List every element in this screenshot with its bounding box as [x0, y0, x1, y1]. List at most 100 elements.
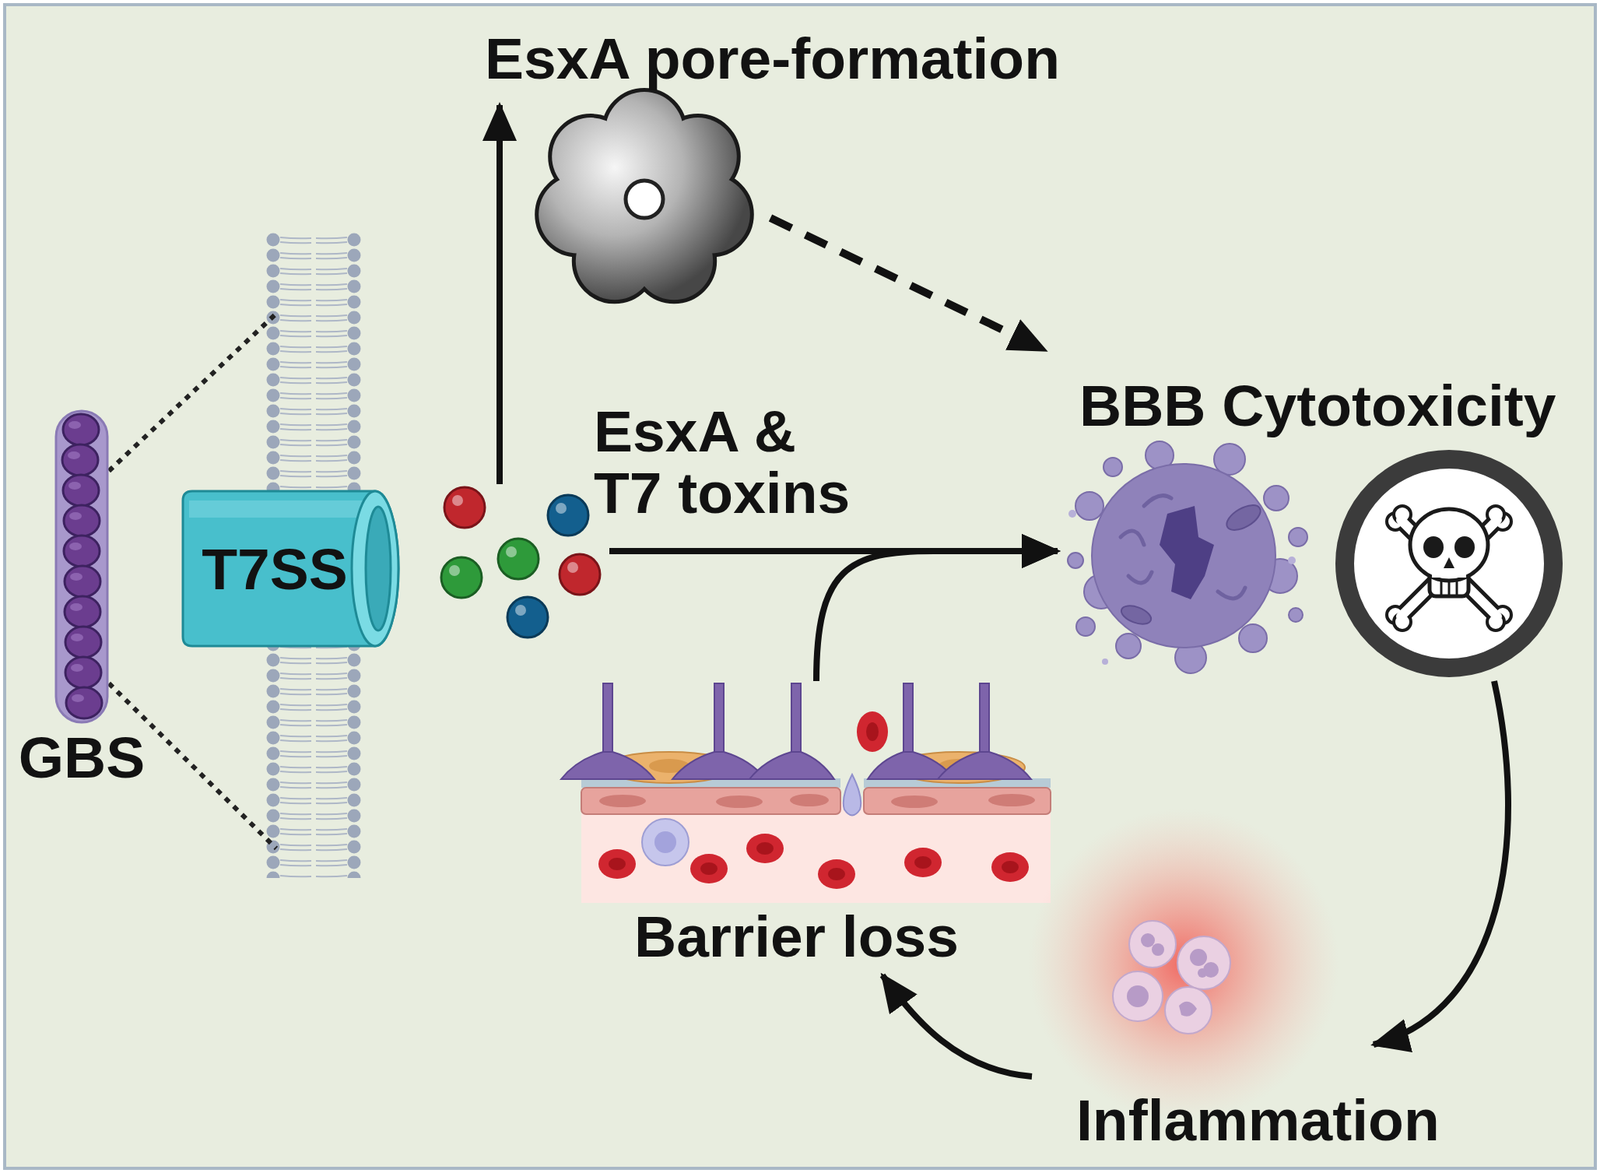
- secretion-system-node: T7SS: [181, 489, 404, 648]
- bacterium-node: GBS: [15, 408, 148, 794]
- streptococcus-chain: [68, 481, 81, 490]
- toxin-node: EsxA & T7 toxins: [438, 484, 606, 640]
- toxin-particles: [452, 494, 464, 506]
- node-label: GBS: [15, 726, 148, 789]
- connector-arrow: [609, 547, 1058, 555]
- dying-cell: [1076, 617, 1095, 636]
- death-symbol: [1443, 557, 1455, 569]
- streptococcus-chain: [67, 451, 81, 460]
- inflammation-cells: [1126, 985, 1149, 1008]
- toxin-particles: [547, 494, 589, 536]
- streptococcus-chain: [69, 512, 82, 520]
- streptococcus-chain: [70, 603, 83, 611]
- inflammation-cells: [1197, 968, 1208, 978]
- dying-cell: [1159, 505, 1215, 600]
- toxin-particles: [498, 538, 539, 579]
- dying-cell: [1238, 624, 1267, 653]
- toxin-particles: [515, 604, 527, 616]
- pore-complex: [551, 117, 630, 196]
- toxin-particles: [567, 561, 579, 573]
- toxin-particles: [507, 596, 548, 638]
- barrier-tissue: [1001, 860, 1019, 874]
- death-symbol: [1344, 459, 1554, 668]
- barrier-tissue: [866, 722, 879, 741]
- inflammation-cells: [1178, 1001, 1197, 1017]
- death-symbol: [1440, 578, 1443, 595]
- barrier-tissue: [715, 795, 763, 808]
- inflammation-cells: [1177, 936, 1231, 990]
- barrier-tissue: [817, 859, 856, 889]
- dying-cell: [1288, 607, 1303, 622]
- barrier-tissue: [581, 787, 841, 815]
- death-symbol: [1454, 536, 1475, 558]
- streptococcus-chain: [62, 444, 99, 476]
- death-symbol: [1448, 578, 1451, 595]
- inflammation-cells: [1151, 943, 1165, 956]
- node-label: Inflammation: [1076, 1089, 1440, 1151]
- barrier-tissue: [608, 857, 626, 871]
- node-label: EsxA pore-formation: [484, 28, 1060, 90]
- barrier-tissue: [642, 818, 689, 866]
- barrier-tissue: [791, 683, 801, 762]
- connector-arrow: [882, 975, 1032, 1077]
- node-label: T7SS: [181, 538, 369, 600]
- death-symbol: [1456, 578, 1459, 595]
- streptococcus-chain: [56, 410, 108, 723]
- pore-complex: [538, 91, 751, 300]
- barrier-node: Barrier loss: [579, 680, 1051, 969]
- node-label: Barrier loss: [634, 905, 959, 968]
- streptococcus-chain: [63, 474, 99, 506]
- barrier-tissue: [856, 711, 888, 752]
- inflammation-cells: [1112, 971, 1163, 1022]
- toxin-particles: [444, 487, 485, 528]
- barrier-tissue: [904, 847, 942, 878]
- streptococcus-chain: [67, 421, 85, 702]
- barrier-tissue: [863, 787, 1051, 815]
- pore-complex: [538, 91, 751, 300]
- cylinder-opening: [365, 506, 391, 631]
- barrier-tissue: [599, 793, 1036, 808]
- node-label: EsxA & T7 toxins: [593, 400, 867, 524]
- barrier-tissue: [843, 774, 862, 816]
- dying-cell: [1067, 552, 1084, 569]
- streptococcus-chain: [70, 633, 84, 642]
- barrier-tissue: [789, 793, 829, 807]
- barrier-tissue: [979, 683, 990, 762]
- zoom-lines: [108, 311, 279, 471]
- panel-background: [4, 4, 1596, 1169]
- dying-cell: [1120, 530, 1144, 545]
- inflammation-cells: [1028, 808, 1340, 1120]
- streptococcus-chain: [71, 694, 85, 702]
- inflammation-cells: [1126, 933, 1219, 1017]
- pore-node: EsxA pore-formation: [505, 23, 771, 304]
- toxin-particles: [449, 564, 460, 576]
- dying-cell: [1119, 602, 1154, 628]
- death-symbol: [1431, 566, 1467, 578]
- pore-complex: [551, 117, 630, 196]
- barrier-tissue: [746, 833, 784, 864]
- inflammation-cells: [1164, 986, 1212, 1034]
- death-symbol: [1344, 459, 1554, 668]
- streptococcus-chain: [70, 572, 83, 581]
- barrier-tissue: [903, 683, 913, 762]
- inflammation-cells: [1028, 808, 1340, 1120]
- dying-cell: [1068, 509, 1296, 665]
- dying-cell: [1067, 441, 1308, 674]
- death-symbol: [1441, 578, 1457, 595]
- streptococcus-chain: [63, 535, 100, 567]
- pore-complex: [538, 91, 751, 300]
- barrier-tissue: [756, 842, 774, 855]
- pore-complex: [625, 180, 664, 218]
- dying-cell: [1115, 633, 1141, 659]
- barrier-tissue: [891, 795, 938, 808]
- barrier-tissue: [988, 793, 1036, 807]
- streptococcus-chain: [62, 414, 102, 719]
- dying-cell: [1103, 457, 1123, 477]
- barrier-tissue: [991, 852, 1029, 882]
- cylinder-cap: [351, 491, 399, 646]
- death-symbol: [1410, 508, 1488, 581]
- dashed-arrow: [770, 217, 1046, 351]
- dying-cell: [1143, 495, 1172, 506]
- inflammation-cells: [1112, 920, 1231, 1034]
- connector-arrow: [816, 550, 1058, 681]
